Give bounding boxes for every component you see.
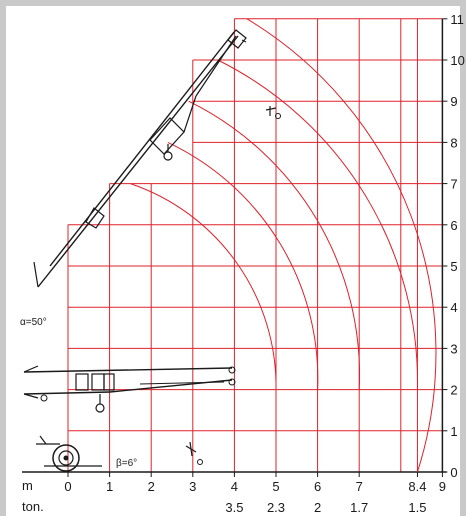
boom-section <box>85 207 105 229</box>
annotation-alpha: α=50° <box>20 317 47 328</box>
crane-line <box>241 39 247 43</box>
reach-arc <box>217 59 418 390</box>
y-tick-label: 2 <box>450 383 457 398</box>
x-tick-label: 6 <box>314 479 321 494</box>
y-tick-label: 3 <box>450 341 457 356</box>
capacity-label: 1.5 <box>408 500 426 515</box>
crane-line <box>139 381 225 385</box>
x-tick-label: 5 <box>272 479 279 494</box>
hook-icon <box>197 459 203 465</box>
reach-arc <box>130 183 277 390</box>
y-tick-label: 8 <box>450 135 457 150</box>
x-tick-label: 7 <box>356 479 363 494</box>
crane-line <box>39 435 47 445</box>
crane-drawing <box>23 29 281 472</box>
y-tick-label: 1 <box>450 424 457 439</box>
crane-line <box>189 441 193 457</box>
boom-clamp <box>75 373 89 391</box>
boom-clamp <box>91 373 105 391</box>
reach-arc <box>246 18 437 473</box>
x-tick-label: 1 <box>106 479 113 494</box>
crane-line <box>265 107 277 111</box>
grid-layer <box>22 18 447 473</box>
x-tick-label: 8.4 <box>408 479 426 494</box>
y-tick-label: 6 <box>450 218 457 233</box>
boom-tip-pin <box>228 378 236 386</box>
x-tick-label: 3 <box>189 479 196 494</box>
boom-tip-pin <box>228 366 236 374</box>
hook-icon <box>275 113 281 119</box>
reach-arc <box>167 141 319 390</box>
y-tick-label: 0 <box>450 465 457 480</box>
reach-arc <box>188 100 361 390</box>
x-unit-label: m <box>22 478 33 493</box>
wheel-hub <box>58 450 74 466</box>
y-tick-label: 9 <box>450 94 457 109</box>
crane-line <box>23 367 233 373</box>
capacity-label: 1.7 <box>350 500 368 515</box>
crane-line <box>33 261 39 288</box>
annotation-beta: β=6° <box>116 458 137 469</box>
crane-line <box>183 95 197 133</box>
capacity-label: 3.5 <box>225 500 243 515</box>
capacity-label: 2 <box>314 500 321 515</box>
boom-clamp <box>103 373 115 391</box>
reach-arcs-layer <box>130 18 437 473</box>
y-tick-label: 10 <box>450 53 464 68</box>
labels-layer: 0 1 2 3 4 5 6 7 8 9 10 11 0 1 2 3 4 5 6 7 8.4 9 3.5 2.3 2 1.7 1.5 <box>64 12 464 515</box>
x-tick-label: 2 <box>148 479 155 494</box>
wheel-center <box>63 455 69 461</box>
crane-line <box>23 393 39 399</box>
crane-line <box>37 35 239 288</box>
capacity-label: 2.3 <box>267 500 285 515</box>
x-tick-label: 0 <box>64 479 71 494</box>
crane-line <box>23 391 111 395</box>
y-tick-label: 7 <box>450 177 457 192</box>
y-tick-label: 4 <box>450 300 457 315</box>
hook-block <box>95 403 105 413</box>
boom-tip <box>227 29 247 49</box>
y-tick-label: 5 <box>450 259 457 274</box>
x-tick-label: 9 <box>439 479 446 494</box>
load-unit-label: ton. <box>22 499 44 514</box>
boom-joint <box>149 117 185 155</box>
pivot-pin <box>40 394 48 402</box>
crane-line <box>23 365 39 373</box>
y-tick-label: 11 <box>450 12 464 27</box>
x-tick-label: 4 <box>231 479 238 494</box>
crane-line <box>195 35 237 97</box>
hook-block <box>163 151 173 161</box>
wheel <box>52 444 80 472</box>
crane-line <box>49 31 235 267</box>
